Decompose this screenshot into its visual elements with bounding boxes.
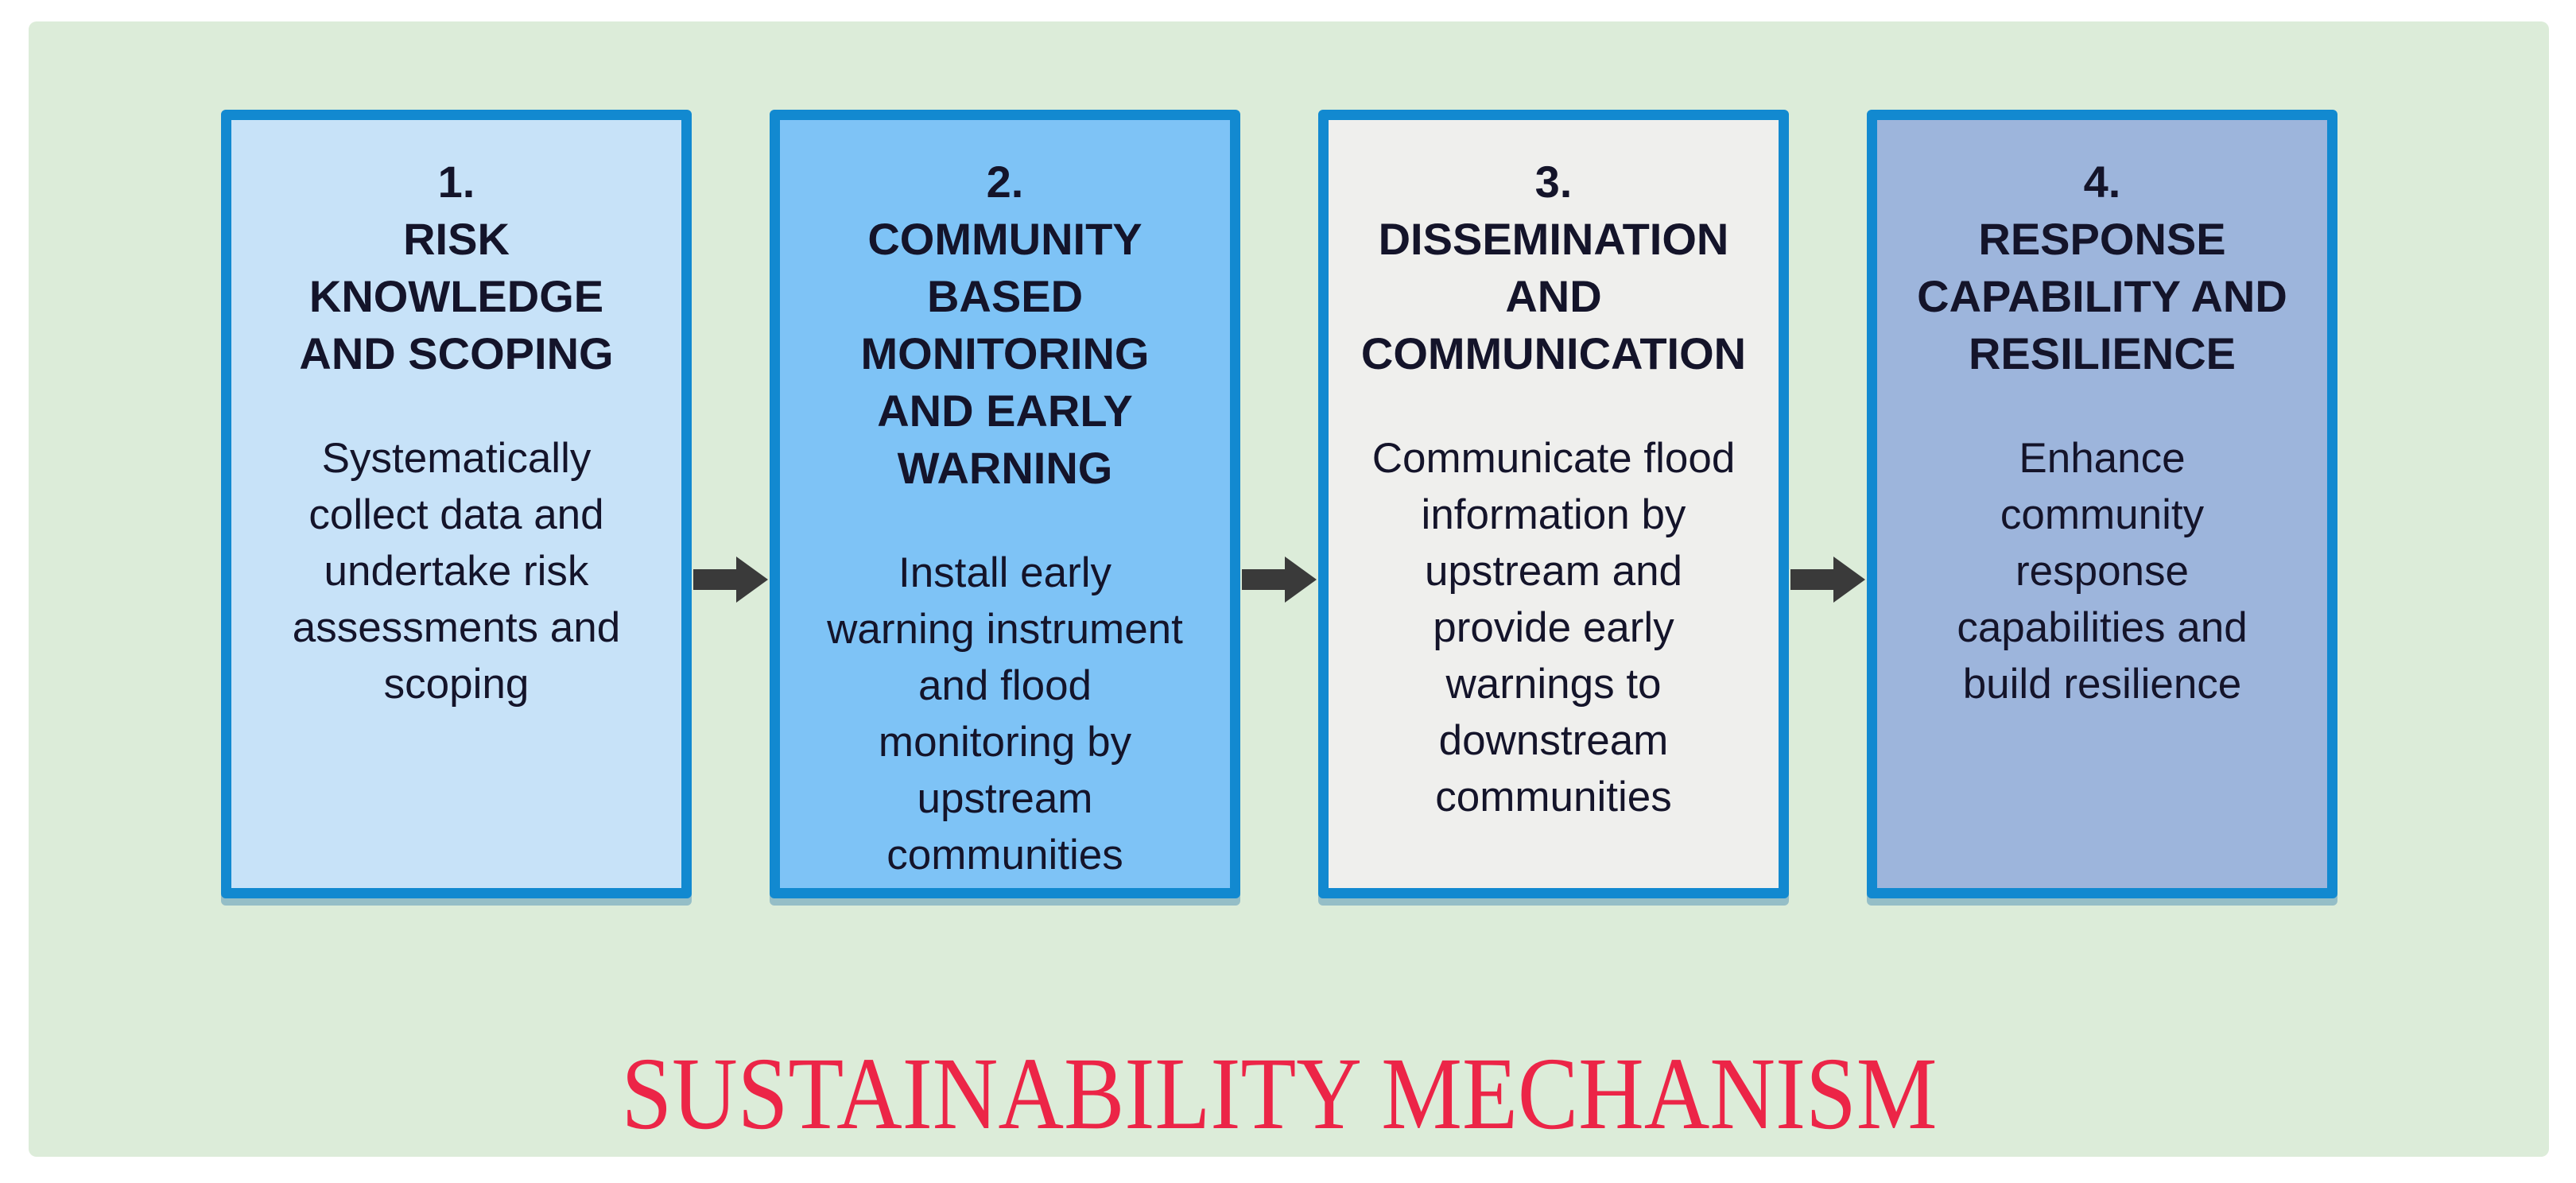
arrow-slot xyxy=(1789,110,1867,898)
arrow-head xyxy=(736,557,768,603)
step-number: 1. xyxy=(437,157,475,207)
arrow-shaft xyxy=(1242,569,1285,590)
flow-arrow-icon xyxy=(693,557,768,603)
step-description: Install early warning instrument and flo… xyxy=(827,549,1183,879)
step-box-4: 4. RESPONSE CAPABILITY AND RESILIENCE En… xyxy=(1867,110,2337,898)
step-content: 4. RESPONSE CAPABILITY AND RESILIENCE En… xyxy=(1877,120,2327,712)
arrow-shaft xyxy=(693,569,736,590)
step-box-3: 3. DISSEMINATION AND COMMUNICATION Commu… xyxy=(1318,110,1789,898)
arrow-slot xyxy=(1240,110,1318,898)
arrow-head xyxy=(1285,557,1317,603)
step-description: Systematically collect data and undertak… xyxy=(292,435,621,708)
step-title: RISK KNOWLEDGE AND SCOPING xyxy=(299,214,614,378)
step-content: 3. DISSEMINATION AND COMMUNICATION Commu… xyxy=(1329,120,1779,825)
step-number: 4. xyxy=(2083,157,2121,207)
step-title: COMMUNITY BASED MONITORING AND EARLY WAR… xyxy=(860,214,1150,493)
arrow-shaft xyxy=(1790,569,1833,590)
step-title: RESPONSE CAPABILITY AND RESILIENCE xyxy=(1917,214,2287,378)
step-box-2: 2. COMMUNITY BASED MONITORING AND EARLY … xyxy=(770,110,1240,898)
arrow-slot xyxy=(692,110,770,898)
step-description: Communicate flood information by upstrea… xyxy=(1371,435,1736,820)
step-title: DISSEMINATION AND COMMUNICATION xyxy=(1360,214,1747,378)
sustainability-banner: SUSTAINABILITY MECHANISM xyxy=(621,1037,1938,1151)
step-content: 2. COMMUNITY BASED MONITORING AND EARLY … xyxy=(780,120,1230,883)
step-description: Enhance community response capabilities … xyxy=(1957,435,2248,708)
process-flow: 1. RISK KNOWLEDGE AND SCOPING Systematic… xyxy=(221,110,2337,898)
step-number: 3. xyxy=(1534,157,1573,207)
step-box-1: 1. RISK KNOWLEDGE AND SCOPING Systematic… xyxy=(221,110,692,898)
step-content: 1. RISK KNOWLEDGE AND SCOPING Systematic… xyxy=(231,120,681,712)
flow-arrow-icon xyxy=(1790,557,1865,603)
flow-arrow-icon xyxy=(1242,557,1317,603)
step-number: 2. xyxy=(986,157,1024,207)
arrow-head xyxy=(1833,557,1865,603)
diagram-panel: 1. RISK KNOWLEDGE AND SCOPING Systematic… xyxy=(29,21,2549,1157)
